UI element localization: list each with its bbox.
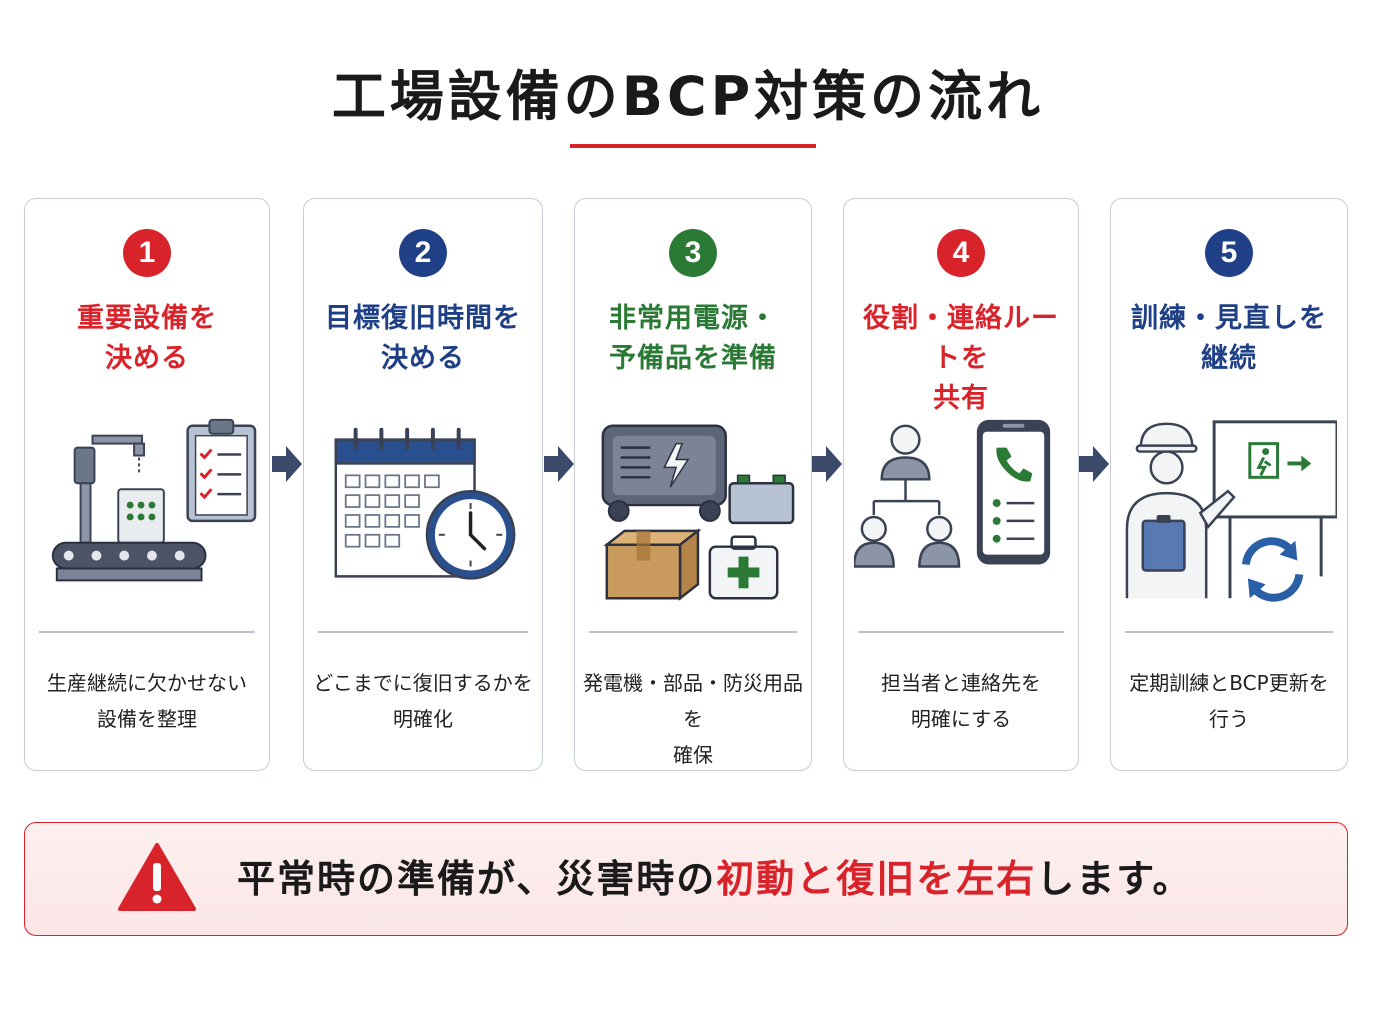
step-card-4: 4 役割・連絡ルートを 共有 担当者と連絡先を 明確にする [843, 198, 1079, 771]
step-description: どこまでに復旧するかを 明確化 [308, 665, 538, 737]
step-title: 非常用電源・ 予備品を準備 [581, 299, 805, 379]
step-title-line: 共有 [933, 383, 989, 414]
step-title-line: 訓練・見直しを [1131, 303, 1327, 334]
org-chart-phone-icon [854, 417, 1068, 607]
step-description-line: 行う [1209, 707, 1249, 731]
step-card-3: 3 非常用電源・ 予備品を準備 [574, 198, 812, 771]
step-title: 役割・連絡ルートを 共有 [850, 299, 1072, 419]
step-title: 訓練・見直しを 継続 [1117, 299, 1341, 379]
step-title-line: 役割・連絡ルートを [863, 303, 1059, 374]
training-refresh-icon [1121, 417, 1337, 607]
step-title-line: 非常用電源・ [609, 303, 777, 334]
factory-machine-checklist-icon [35, 417, 259, 607]
note-box: 平常時の準備が、災害時の初動と復旧を左右します。 [24, 822, 1348, 936]
step-title-line: 予備品を準備 [609, 343, 777, 374]
step-description-line: 明確にする [910, 707, 1012, 731]
step-title-line: 決める [105, 343, 189, 374]
page-title: 工場設備のBCP対策の流れ [331, 65, 1045, 128]
step-title: 目標復旧時間を 決める [310, 299, 536, 379]
step-description: 発電機・部品・防災用品を 確保 [579, 665, 807, 773]
step-number-badge: 1 [123, 229, 171, 277]
arrow-right-icon [1079, 446, 1109, 482]
step-number-badge: 5 [1205, 229, 1253, 277]
step-title: 重要設備を 決める [31, 299, 263, 379]
step-number-badge: 4 [937, 229, 985, 277]
step-card-5: 5 訓練・見直しを 継続 [1110, 198, 1348, 771]
arrow-right-icon [544, 446, 574, 482]
step-number-badge: 3 [669, 229, 717, 277]
warning-icon [118, 843, 196, 911]
step-title-line: 決める [381, 343, 465, 374]
step-description-line: 定期訓練とBCP更新を [1129, 671, 1329, 695]
note-text-before: 平常時の準備が、災害時の [237, 857, 717, 901]
step-description-line: 担当者と連絡先を [881, 671, 1041, 695]
step-description: 担当者と連絡先を 明確にする [848, 665, 1074, 737]
step-description: 生産継続に欠かせない 設備を整理 [29, 665, 265, 737]
step-description-line: 発電機・部品・防災用品を [583, 671, 803, 731]
step-title-line: 継続 [1201, 343, 1257, 374]
calendar-clock-icon [314, 417, 532, 607]
step-description-line: 確保 [673, 743, 713, 767]
step-divider [318, 631, 528, 633]
arrow-right-icon [272, 446, 302, 482]
note-text-after: します。 [1036, 857, 1193, 901]
step-divider [858, 631, 1064, 633]
step-description-line: 明確化 [393, 707, 453, 731]
generator-supplies-icon [585, 417, 801, 607]
step-description: 定期訓練とBCP更新を 行う [1115, 665, 1343, 737]
step-divider [39, 631, 255, 633]
note-text: 平常時の準備が、災害時の初動と復旧を左右します。 [237, 851, 1337, 907]
step-number-badge: 2 [399, 229, 447, 277]
step-description-line: 生産継続に欠かせない [47, 671, 247, 695]
arrow-right-icon [812, 446, 842, 482]
step-divider [1125, 631, 1333, 633]
title-underline [570, 144, 816, 148]
step-divider [589, 631, 797, 633]
step-title-line: 目標復旧時間を [325, 303, 521, 334]
step-card-1: 1 重要設備を 決める [24, 198, 270, 771]
note-text-emphasis: 初動と復旧を左右 [716, 857, 1037, 901]
step-title-line: 重要設備を [77, 303, 217, 334]
step-description-line: 設備を整理 [97, 707, 197, 731]
step-card-2: 2 目標復旧時間を 決める どこまでに復旧するかを 明確化 [303, 198, 543, 771]
step-description-line: どこまでに復旧するかを [313, 671, 533, 695]
